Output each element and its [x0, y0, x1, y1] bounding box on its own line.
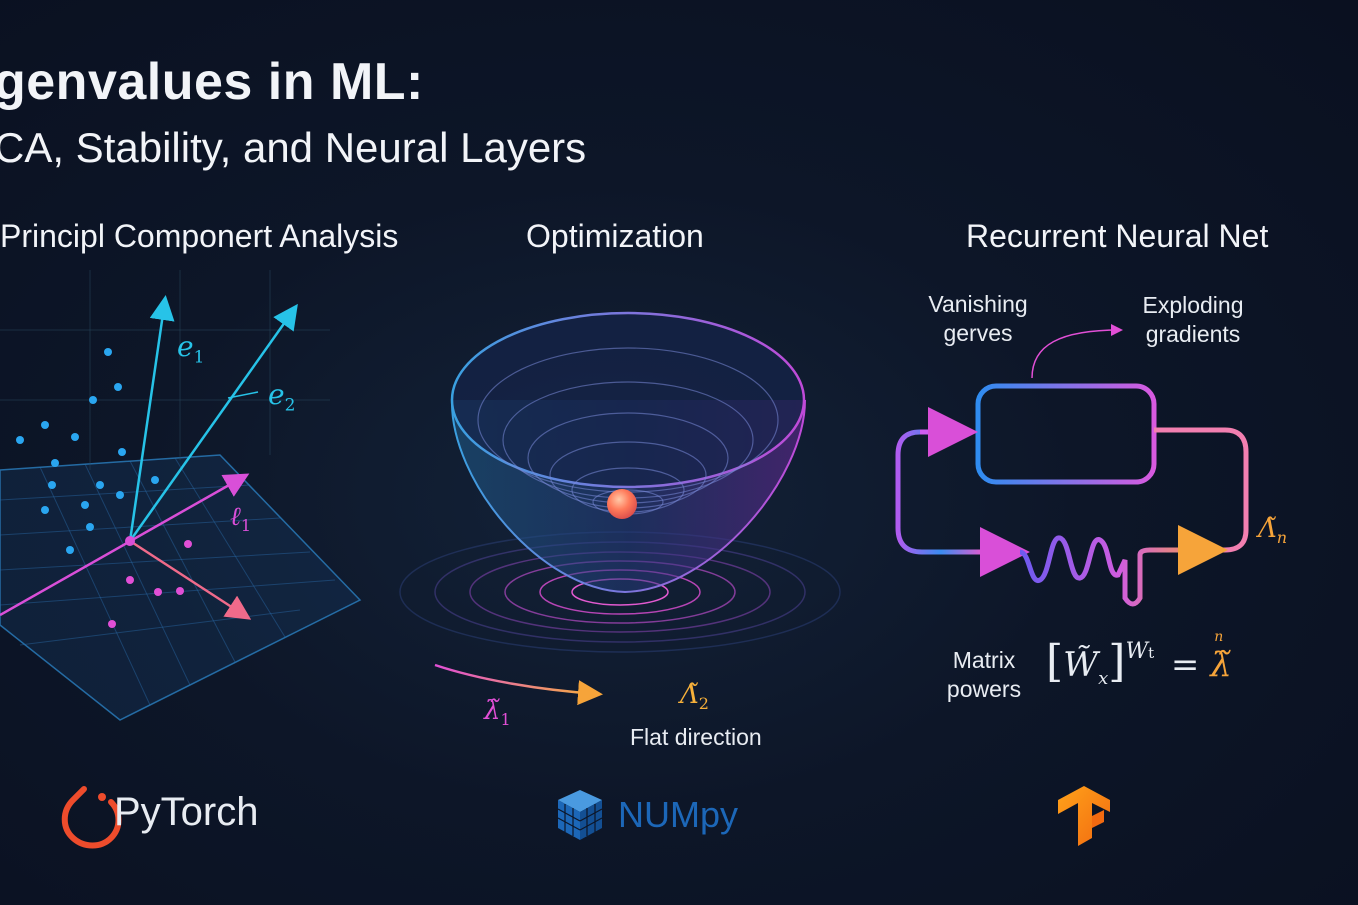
optimization-panel-title: Optimization: [526, 218, 704, 254]
rnn-loop-left: [895, 429, 1030, 577]
numpy-label: NUMpy: [618, 794, 739, 835]
vanishing-label: Vanishing gerves: [928, 291, 1028, 346]
minimum-ball: [607, 489, 637, 519]
e2-label: e2: [268, 378, 296, 416]
rnn-loop-right: [1154, 427, 1249, 553]
pca-projected-points: [108, 540, 192, 628]
pink-direction-arrow: [129, 539, 252, 620]
l1-axis-arrow: [0, 473, 250, 617]
flat-direction-label: Flat direction: [630, 724, 762, 750]
matrix-power-formula: [W̃x]Wt = n λ̃: [1046, 629, 1232, 689]
pytorch-flame-icon: [61, 786, 122, 849]
page-subtitle: CA, Stability, and Neural Layers: [0, 124, 587, 171]
lambda1-label: λ̃1: [484, 696, 511, 730]
rnn-gradient-wave: [1019, 525, 1228, 607]
vanishing-to-exploding-arrow: [1031, 324, 1123, 379]
e1-label: e1: [177, 330, 205, 368]
tensorflow-icon: [1058, 786, 1110, 846]
e2-tick: [227, 391, 259, 399]
page-title: genvalues in ML:: [0, 53, 424, 111]
lambda2-label: Λ̃2: [680, 680, 709, 714]
e1-axis-arrow: [128, 295, 175, 542]
rnn-panel-title: Recurrent Neural Net: [966, 218, 1269, 254]
lambda-n-label: Λ̃n: [1258, 514, 1288, 548]
l1-label: ℓ1: [230, 502, 252, 536]
numpy-cube-icon: [557, 790, 603, 840]
pytorch-label: PyTorch: [114, 790, 259, 834]
exploding-label: Exploding gradients: [1142, 292, 1244, 347]
pca-panel-title: Principl Componert Analysis: [0, 218, 399, 254]
pca-origin: [125, 536, 135, 546]
rnn-hidden-cell: [975, 383, 1157, 485]
pca-data-points: [16, 348, 159, 554]
e2-axis-arrow: [128, 303, 298, 542]
matrix-powers-label: Matrix powers: [946, 647, 1022, 702]
optimization-bowl: [450, 311, 806, 594]
flat-direction-arrow: [434, 663, 603, 706]
